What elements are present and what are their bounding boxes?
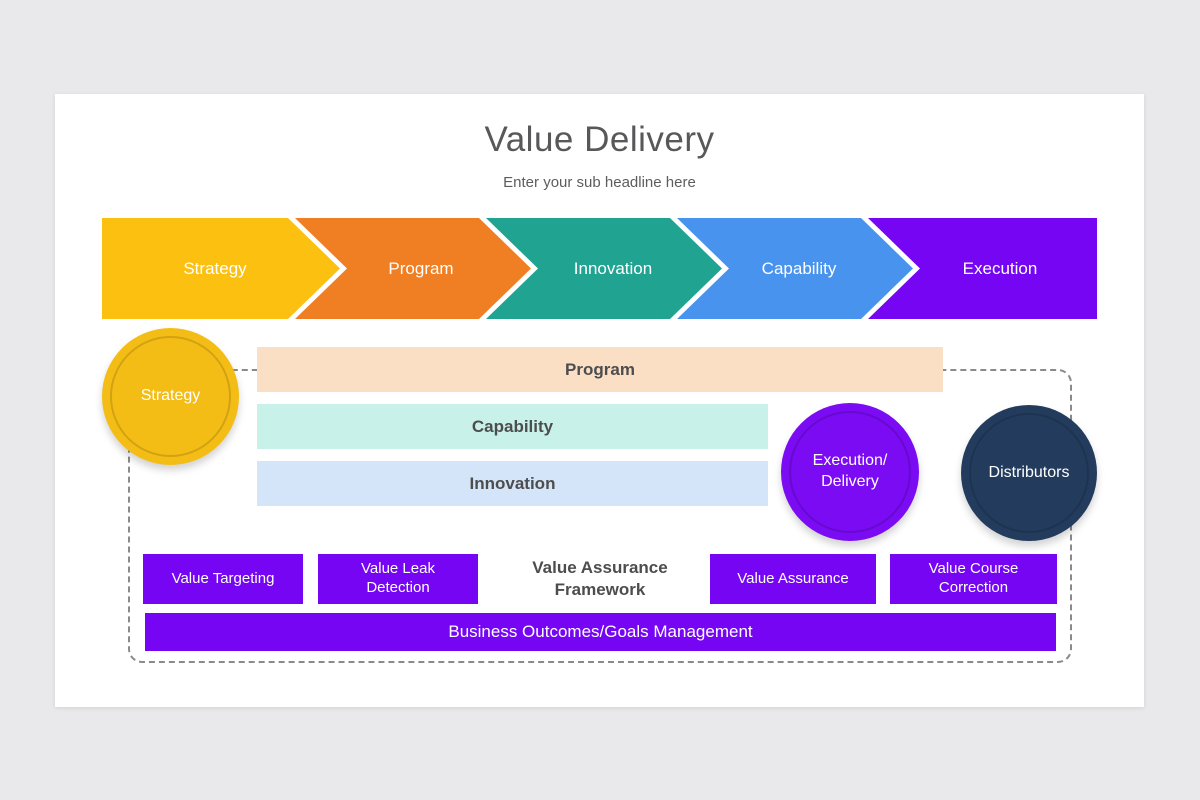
value-targeting-box: Value Targeting <box>143 554 303 604</box>
chevron-innovation-shape <box>486 218 722 319</box>
chevron-strategy-shape <box>102 218 340 319</box>
chevron-capability-shape <box>677 218 913 319</box>
innovation-bar-label: Innovation <box>469 473 556 493</box>
chevron-execution-label: Execution <box>962 258 1038 278</box>
innovation-bar: Innovation <box>257 461 768 506</box>
business-outcomes-bar: Business Outcomes/Goals Management <box>145 613 1056 651</box>
execution-delivery-circle-label: Execution/ Delivery <box>813 451 888 493</box>
chevron-strategy-label: Strategy <box>183 258 247 278</box>
chevron-program-shape <box>295 218 531 319</box>
value-assurance-framework-label: Value Assurance Framework <box>532 557 668 599</box>
slide-canvas: Value Delivery Enter your sub headline h… <box>55 94 1144 707</box>
program-bar: Program <box>257 347 943 392</box>
value-course-correction-label: Value Course Correction <box>928 560 1019 596</box>
strategy-circle-label: Strategy <box>140 387 201 405</box>
page-subtitle: Enter your sub headline here <box>503 174 696 191</box>
execution-delivery-circle: Execution/ Delivery <box>781 403 919 541</box>
process-chevron-row: Strategy Program Innovation Capability E… <box>102 218 1097 319</box>
value-assurance-label: Value Assurance <box>737 569 849 587</box>
execution-line-1: Execution/ <box>812 452 888 470</box>
capability-bar-label: Capability <box>471 416 554 436</box>
business-outcomes-label: Business Outcomes/Goals Management <box>448 622 753 641</box>
chevron-shapes <box>102 218 1097 319</box>
program-bar-label: Program <box>565 359 635 379</box>
chevron-program-label: Program <box>388 258 454 278</box>
execution-line-2: Delivery <box>821 473 879 490</box>
value-targeting-label: Value Targeting <box>171 569 275 587</box>
value-leak-detection-box: Value Leak Detection <box>318 554 478 604</box>
capability-bar: Capability <box>257 404 768 449</box>
value-assurance-box: Value Assurance <box>710 554 876 604</box>
value-course-correction-box: Value Course Correction <box>890 554 1057 604</box>
chevron-capability-label: Capability <box>761 258 837 278</box>
chevron-execution-shape <box>868 218 1097 319</box>
distributors-circle: Distributors <box>961 405 1097 541</box>
value-leak-detection-label: Value Leak Detection <box>361 560 435 596</box>
strategy-circle: Strategy <box>102 328 239 465</box>
chevron-innovation-label: Innovation <box>573 258 653 278</box>
distributors-circle-label: Distributors <box>988 463 1070 481</box>
page-title: Value Delivery <box>484 120 715 159</box>
